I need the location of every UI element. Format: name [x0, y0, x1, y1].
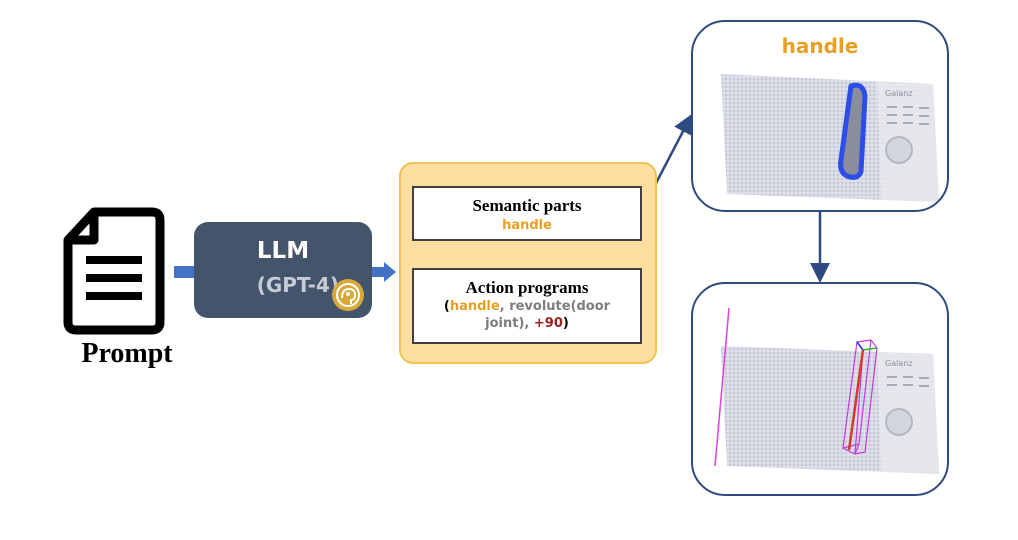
llm-to-panel-arrow — [384, 262, 396, 282]
microwave-brand-text-2: Galanz — [885, 359, 913, 368]
segmentation-result-panel: Galanz — [691, 20, 949, 212]
action-separator: , — [499, 299, 510, 314]
semantic-parts-card: Semantic parts handle — [412, 186, 642, 241]
action-programs-title: Action programs — [465, 278, 589, 297]
joint-axis-line — [714, 307, 730, 467]
action-part: handle — [449, 299, 500, 314]
action-value: +90 — [533, 316, 563, 331]
action-program-line-1: (handle, revolute(door — [414, 298, 640, 315]
microwave-brand-text: Galanz — [885, 89, 913, 98]
handle-rotation-axis — [847, 349, 865, 451]
axis-x-marker — [862, 347, 878, 351]
prompt-label: Prompt — [81, 338, 173, 369]
action-name: revolute(door — [509, 299, 611, 314]
articulation-result-panel: Galanz — [691, 282, 949, 496]
result-top-label: handle — [781, 34, 859, 58]
action-joint: joint), — [485, 316, 534, 331]
semantic-parts-title: Semantic parts — [472, 196, 582, 215]
llm-title: LLM — [256, 238, 310, 264]
llm-model-label: (GPT-4) — [256, 273, 339, 297]
highlighted-handle — [838, 82, 868, 180]
microwave-pointcloud-image: Galanz — [721, 74, 939, 202]
openai-brain-icon — [332, 279, 364, 311]
prompt-to-llm-arrow — [174, 266, 194, 278]
axis-y-marker — [856, 341, 864, 351]
action-program-line-2: joint), +90) — [414, 315, 640, 332]
action-programs-card: Action programs (handle, revolute(door j… — [412, 268, 642, 344]
microwave-articulation-image: Galanz — [714, 307, 939, 474]
close-paren: ) — [562, 316, 569, 331]
semantic-part-value: handle — [502, 218, 552, 233]
open-paren: ( — [443, 299, 450, 314]
document-icon — [63, 207, 165, 335]
handle-bounding-box — [842, 339, 879, 455]
